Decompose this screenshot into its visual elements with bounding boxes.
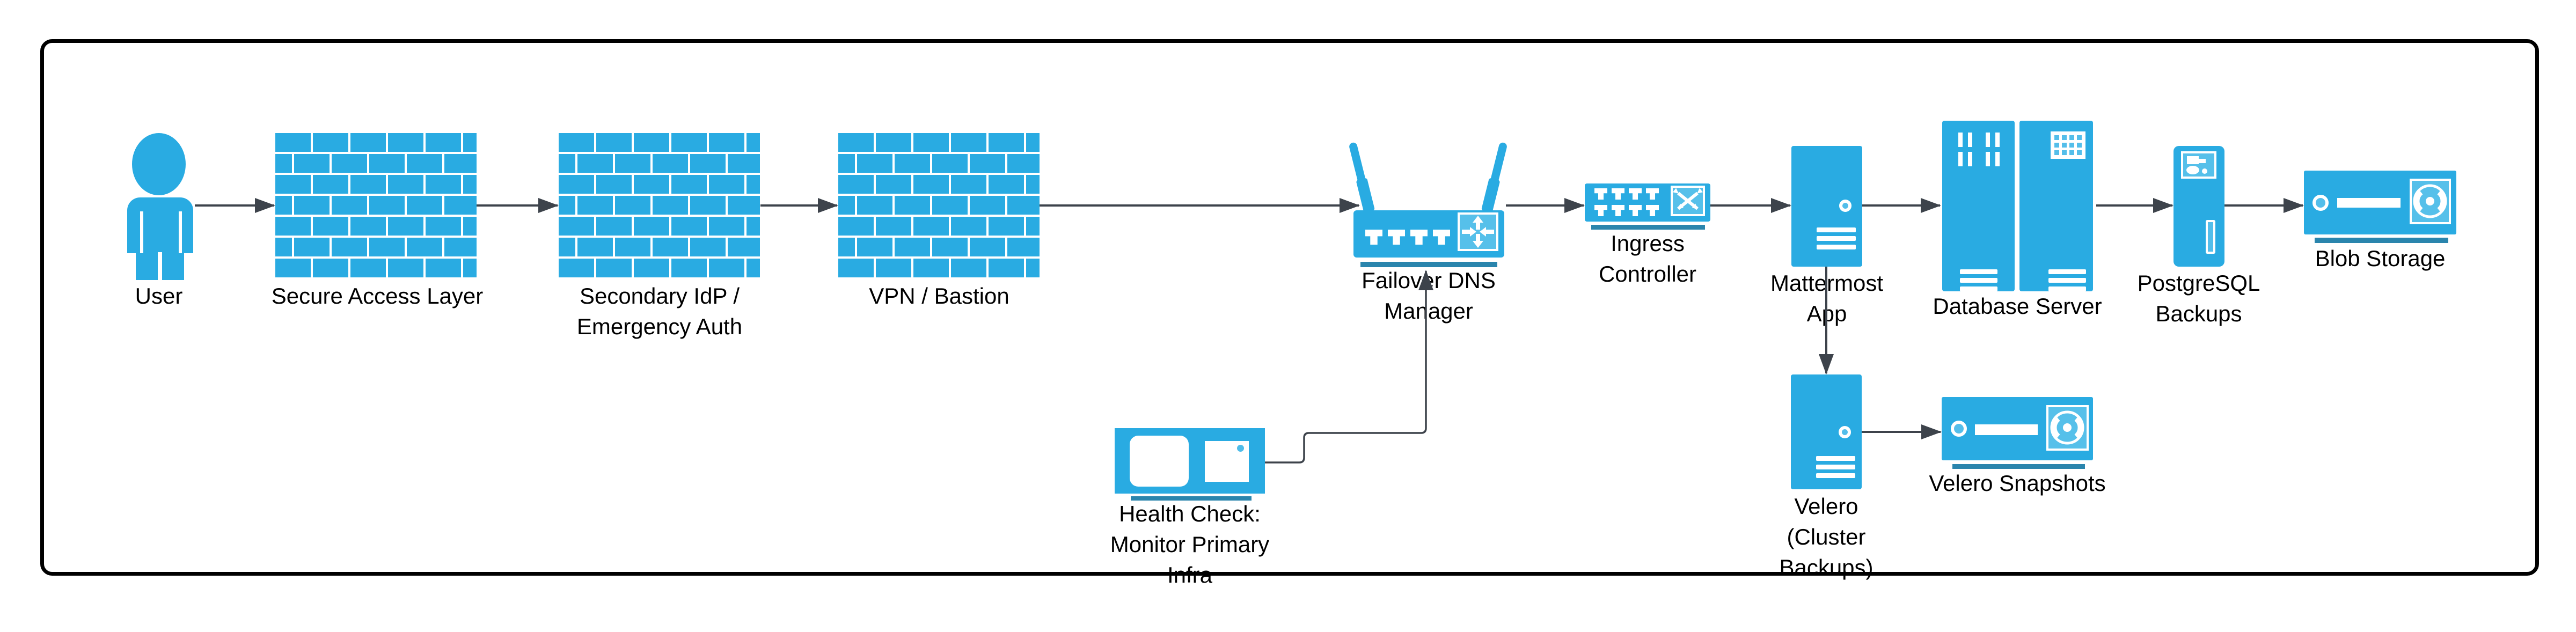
label-pg-backups: PostgreSQL Backups: [2137, 270, 2260, 326]
health-underline: [1131, 496, 1252, 501]
user-torso: [127, 197, 193, 253]
rack-server-icon: [1942, 121, 2015, 291]
router-underline: [1360, 262, 1497, 267]
router-symbol-icon: [1458, 212, 1498, 251]
firewall-icon: [559, 133, 760, 279]
blob-underline: [2315, 238, 2448, 243]
diagram-frame: [40, 39, 2539, 576]
disc-icon: [2046, 405, 2089, 451]
label-user: User: [135, 283, 183, 308]
snapshots-underline: [1952, 464, 2085, 469]
tape-storage-icon: [2304, 171, 2456, 234]
disc-icon: [2410, 179, 2451, 224]
router-body: [1353, 210, 1504, 258]
firewall-icon: [275, 133, 477, 279]
rack-server-icon: [2019, 121, 2093, 291]
tape-storage-icon: [1942, 397, 2093, 460]
label-blob: Blob Storage: [2315, 246, 2446, 271]
label-secure-access: Secure Access Layer: [271, 283, 484, 308]
label-ingress: Ingress Controller: [1598, 231, 1697, 286]
label-velero-snapshots: Velero Snapshots: [1929, 471, 2106, 496]
switch-body: [1585, 183, 1710, 222]
switch-symbol-icon: [1671, 186, 1705, 216]
switch-underline: [1591, 225, 1705, 230]
label-health-check: Health Check: Monitor Primary Infra: [1110, 501, 1270, 587]
vent-grid: [2051, 131, 2085, 159]
server-tower-icon: [1791, 146, 1862, 267]
health-monitor-icon: [1115, 428, 1265, 494]
user-head: [132, 133, 186, 195]
backup-server-icon: [2174, 146, 2224, 267]
label-secondary-idp: Secondary IdP / Emergency Auth: [576, 283, 743, 339]
label-vpn-bastion: VPN / Bastion: [869, 283, 1009, 308]
server-tower-icon: [1791, 374, 1862, 489]
label-velero: Velero (Cluster Backups): [1779, 494, 1874, 580]
firewall-icon: [838, 133, 1040, 279]
label-database: Database Server: [1933, 293, 2102, 319]
